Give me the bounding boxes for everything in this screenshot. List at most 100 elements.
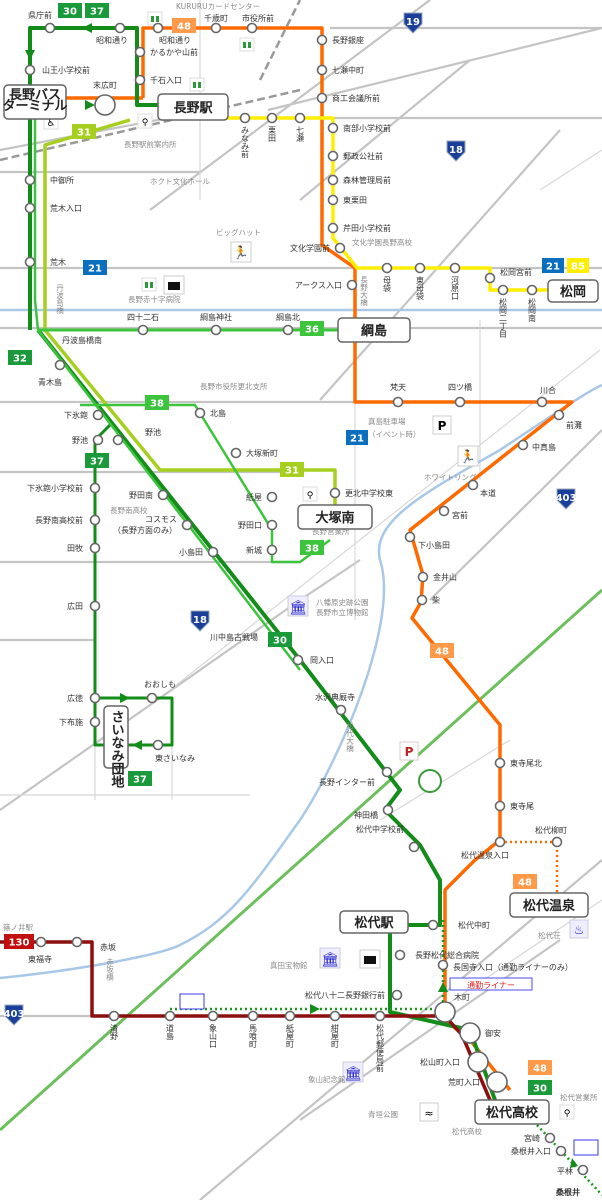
stop-marker[interactable]	[44, 22, 56, 34]
stop-marker[interactable]	[134, 74, 146, 86]
stop-marker[interactable]	[335, 704, 347, 716]
bus-stop[interactable]: 青木島	[38, 359, 66, 388]
bus-stop[interactable]: 末広町	[93, 80, 117, 116]
stop-marker[interactable]	[327, 222, 339, 234]
bus-stop[interactable]: 県庁前	[28, 10, 56, 34]
bus-stop[interactable]: 文化学園前	[290, 242, 346, 254]
stop-marker[interactable]	[89, 542, 101, 554]
stop-marker[interactable]	[210, 22, 222, 34]
stop-marker[interactable]	[316, 64, 328, 76]
bus-stop[interactable]: 野田南	[129, 489, 169, 501]
stop-marker[interactable]	[266, 544, 278, 556]
bus-stop[interactable]: 下氷鉋小学校前	[27, 482, 101, 494]
bus-stop[interactable]: 昭和通り	[152, 22, 192, 46]
stop-marker[interactable]	[92, 434, 104, 446]
bus-stop[interactable]: アークス入口	[295, 279, 358, 291]
bus-stop[interactable]: 栗田	[266, 112, 278, 144]
bus-stop[interactable]: 木町	[434, 992, 470, 1023]
bus-stop[interactable]: 下小島田	[404, 531, 451, 551]
bus-stop[interactable]: 松代中学校前	[356, 824, 420, 853]
stop-marker[interactable]	[282, 324, 294, 336]
stop-marker[interactable]	[392, 396, 404, 408]
stop-marker[interactable]	[266, 112, 278, 124]
stop-marker[interactable]	[329, 487, 341, 499]
stop-marker[interactable]	[284, 1010, 296, 1022]
stop-marker[interactable]	[551, 836, 563, 848]
bus-stop[interactable]: 下氷鉋	[64, 409, 104, 421]
bus-stop[interactable]: 赤坂	[71, 936, 117, 953]
route-badge[interactable]: 85	[567, 258, 589, 273]
bus-stop[interactable]: 市役所前	[242, 13, 274, 34]
stop-marker[interactable]	[334, 242, 346, 254]
stop-marker[interactable]	[35, 936, 47, 948]
bus-stop[interactable]: 東栗田	[327, 194, 368, 206]
bus-stop[interactable]: 松岡南	[526, 284, 538, 323]
bus-stop[interactable]: 松山町入口	[420, 1051, 489, 1073]
bus-stop[interactable]: 長野銀座	[316, 34, 365, 46]
bus-stop[interactable]: 松岡宮前	[484, 267, 533, 284]
bus-stop[interactable]: 東寺尾	[494, 800, 535, 812]
stop-marker[interactable]	[24, 174, 36, 186]
bus-stop[interactable]: 北島	[194, 407, 227, 419]
stop-marker[interactable]	[24, 202, 36, 214]
bus-stop[interactable]: 綱島神社	[200, 312, 232, 336]
hub-stop[interactable]: 松岡	[547, 279, 599, 303]
bus-stop[interactable]: 長野インター前	[319, 766, 393, 788]
stop-marker[interactable]	[292, 654, 304, 666]
hub-stop[interactable]: 松代高校	[474, 1099, 550, 1125]
bus-stop[interactable]: 梵天	[390, 383, 406, 408]
route-badge[interactable]: 38	[145, 395, 169, 410]
route-badge[interactable]: 36	[300, 321, 324, 336]
stop-marker[interactable]	[467, 1051, 489, 1073]
bus-stop[interactable]: 野田口	[238, 519, 278, 531]
route-badge[interactable]: 48	[528, 1060, 552, 1075]
bus-stop[interactable]: 母袋	[381, 262, 393, 294]
stop-marker[interactable]	[459, 1022, 481, 1044]
bus-stop[interactable]: 更北中学校東	[329, 487, 394, 499]
bus-stop[interactable]: 小島田	[179, 546, 219, 558]
stop-marker[interactable]	[266, 519, 278, 531]
bus-stop[interactable]: 紙屋	[246, 491, 278, 503]
bus-stop[interactable]: 長野南高校前	[35, 514, 101, 526]
bus-stop[interactable]: 荒木	[24, 256, 67, 268]
bus-stop[interactable]: 宮前	[438, 505, 469, 521]
bus-stop[interactable]: 柴	[416, 594, 441, 606]
bus-stop[interactable]: 郵政公社前	[327, 150, 384, 162]
bus-stop[interactable]: 水沢典厩寺	[315, 692, 355, 716]
stop-marker[interactable]	[92, 409, 104, 421]
bus-stop[interactable]: 綱島北	[276, 312, 300, 336]
stop-marker[interactable]	[427, 919, 439, 931]
bus-stop[interactable]: 松代中町	[427, 919, 491, 931]
stop-marker[interactable]	[210, 324, 222, 336]
route-badge[interactable]: 30	[58, 3, 82, 18]
bus-stop[interactable]: 昭和通り	[96, 22, 128, 46]
stop-marker[interactable]	[404, 531, 416, 543]
stop-marker[interactable]	[327, 174, 339, 186]
bus-stop[interactable]: かるかや山前	[134, 46, 199, 58]
bus-stop[interactable]: 宮崎	[524, 1132, 556, 1144]
stop-marker[interactable]	[486, 1071, 508, 1093]
bus-stop[interactable]: 荒町入口	[448, 1071, 508, 1093]
stop-marker[interactable]	[346, 279, 358, 291]
bus-stop[interactable]: 森林管理局前	[327, 174, 392, 186]
stop-marker[interactable]	[24, 256, 36, 268]
stop-marker[interactable]	[454, 396, 466, 408]
bus-stop[interactable]: 桑根井入口	[511, 1145, 567, 1157]
route-badge[interactable]: 21	[83, 260, 107, 275]
stop-marker[interactable]	[207, 1010, 219, 1022]
bus-stop[interactable]: 七瀬	[294, 112, 306, 144]
bus-stop[interactable]: 長国寺入口（通勤ライナーのみ）	[437, 959, 573, 973]
bus-stop[interactable]: 千石入口	[134, 74, 183, 86]
stop-marker[interactable]	[134, 46, 146, 58]
bus-stop[interactable]: 河原口	[449, 262, 461, 301]
bus-stop[interactable]: 長野松代総合病院	[394, 949, 480, 961]
bus-stop[interactable]: 川合	[536, 385, 557, 408]
bus-stop[interactable]: 野池	[72, 434, 104, 446]
route-badge[interactable]: 31	[280, 462, 304, 477]
stop-marker[interactable]	[247, 1010, 259, 1022]
bus-stop[interactable]: 松代郵便局前	[374, 1010, 386, 1074]
stop-marker[interactable]	[382, 804, 394, 816]
bus-stop[interactable]: 東寺尾北	[494, 757, 543, 769]
bus-stop[interactable]: 馬喰町	[247, 1010, 259, 1049]
stop-marker[interactable]	[374, 1010, 386, 1022]
